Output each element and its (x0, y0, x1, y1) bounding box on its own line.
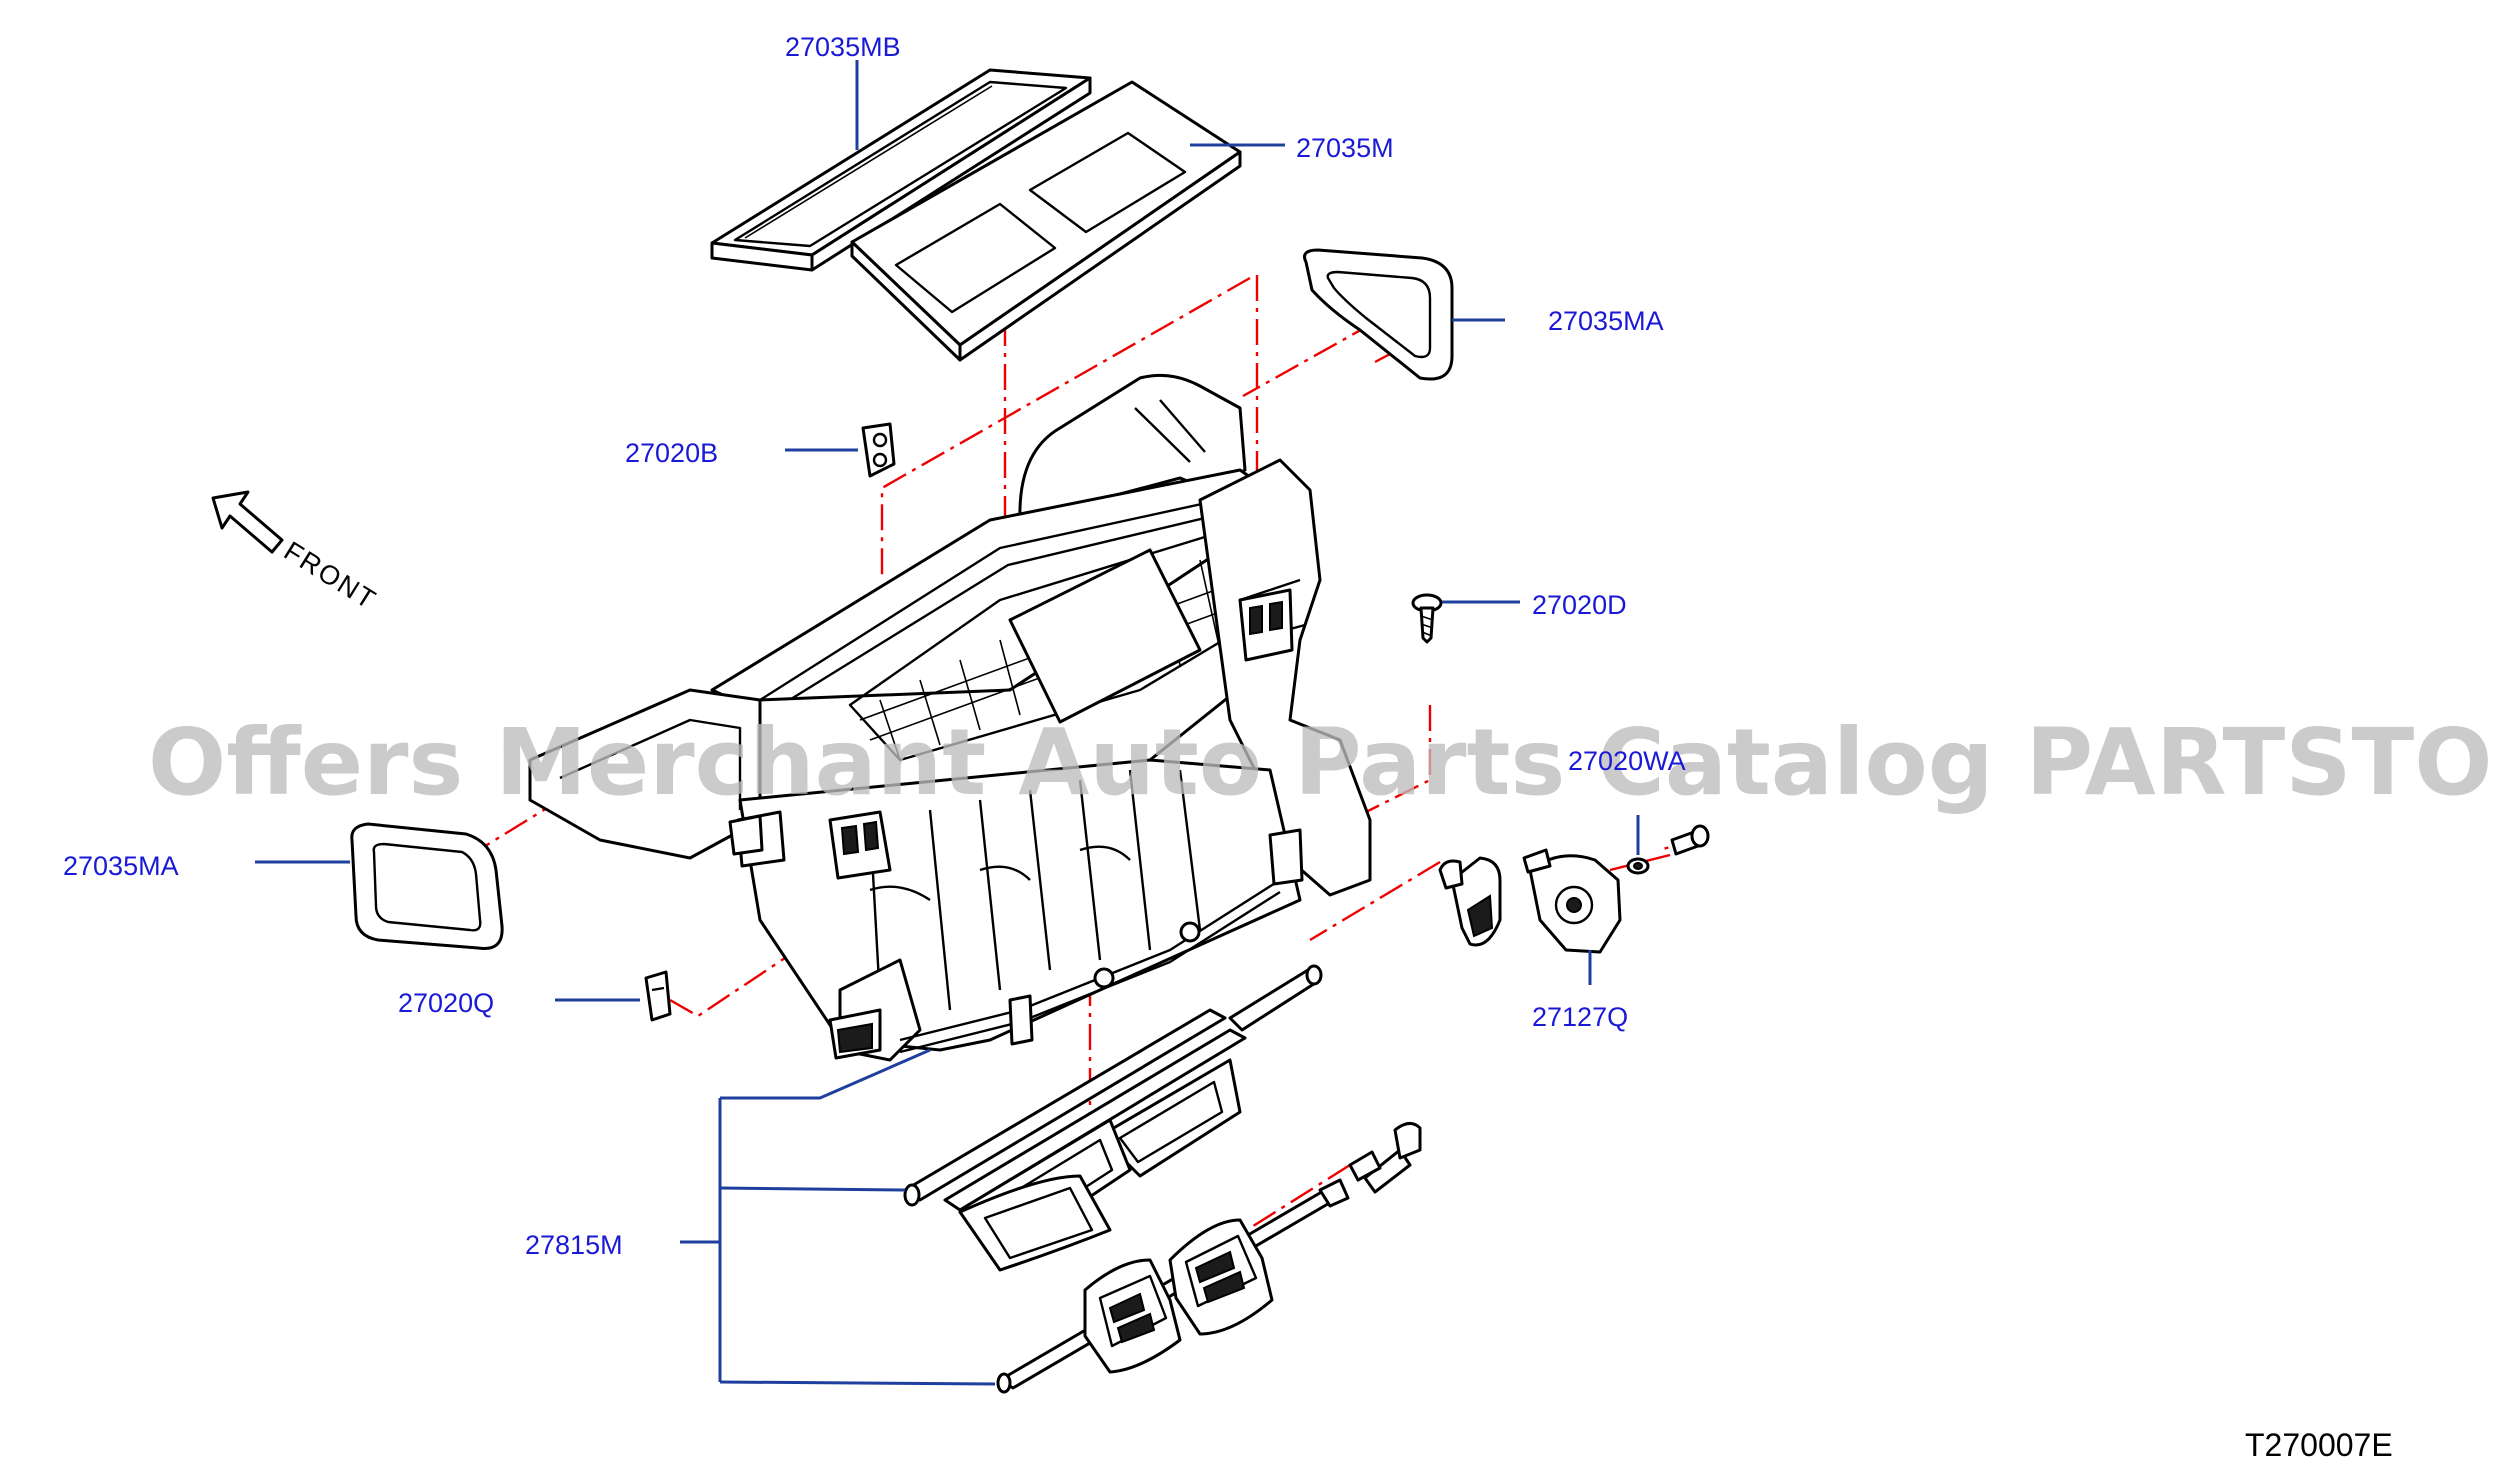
washer-and-bolt-27020wa (1626, 824, 1710, 875)
callout-27020q: 27020Q (398, 988, 494, 1018)
drawing-reference-code: T270007E (2245, 1427, 2393, 1463)
clip-27020q (644, 970, 672, 1022)
callout-27035m: 27035M (1296, 133, 1394, 163)
clip-27020b (861, 422, 896, 478)
callout-27815m: 27815M (525, 1230, 623, 1260)
door-assembly-27815m (903, 964, 1422, 1394)
filter-frame-27035mb (710, 68, 1092, 272)
front-label: FRONT (279, 536, 382, 616)
callout-27020d: 27020D (1532, 590, 1627, 620)
screw-27020d (1411, 593, 1443, 644)
callout-27035mb: 27035MB (785, 32, 901, 62)
callout-labels: 27035MB 27035M 27035MA 27020B 27020D 270… (63, 32, 1686, 1260)
callout-27035ma-lower: 27035MA (63, 851, 179, 881)
filter-frame-27035m (850, 80, 1242, 362)
front-orientation-arrow: FRONT (211, 490, 382, 616)
seal-ring-27035ma-upper (1303, 248, 1454, 381)
callout-27020wa: 27020WA (1568, 746, 1686, 776)
watermark: Offers Merchant Auto Parts Catalog PARTS… (148, 709, 2497, 816)
actuator-link-27127q (1438, 848, 1622, 954)
callout-27035ma-upper: 27035MA (1548, 306, 1664, 336)
callout-27020b: 27020B (625, 438, 718, 468)
leader-lines (255, 60, 1640, 1386)
callout-27127q: 27127Q (1532, 1002, 1628, 1032)
seal-ring-27035ma-lower (350, 822, 504, 951)
heater-unit-case (528, 373, 1372, 1062)
